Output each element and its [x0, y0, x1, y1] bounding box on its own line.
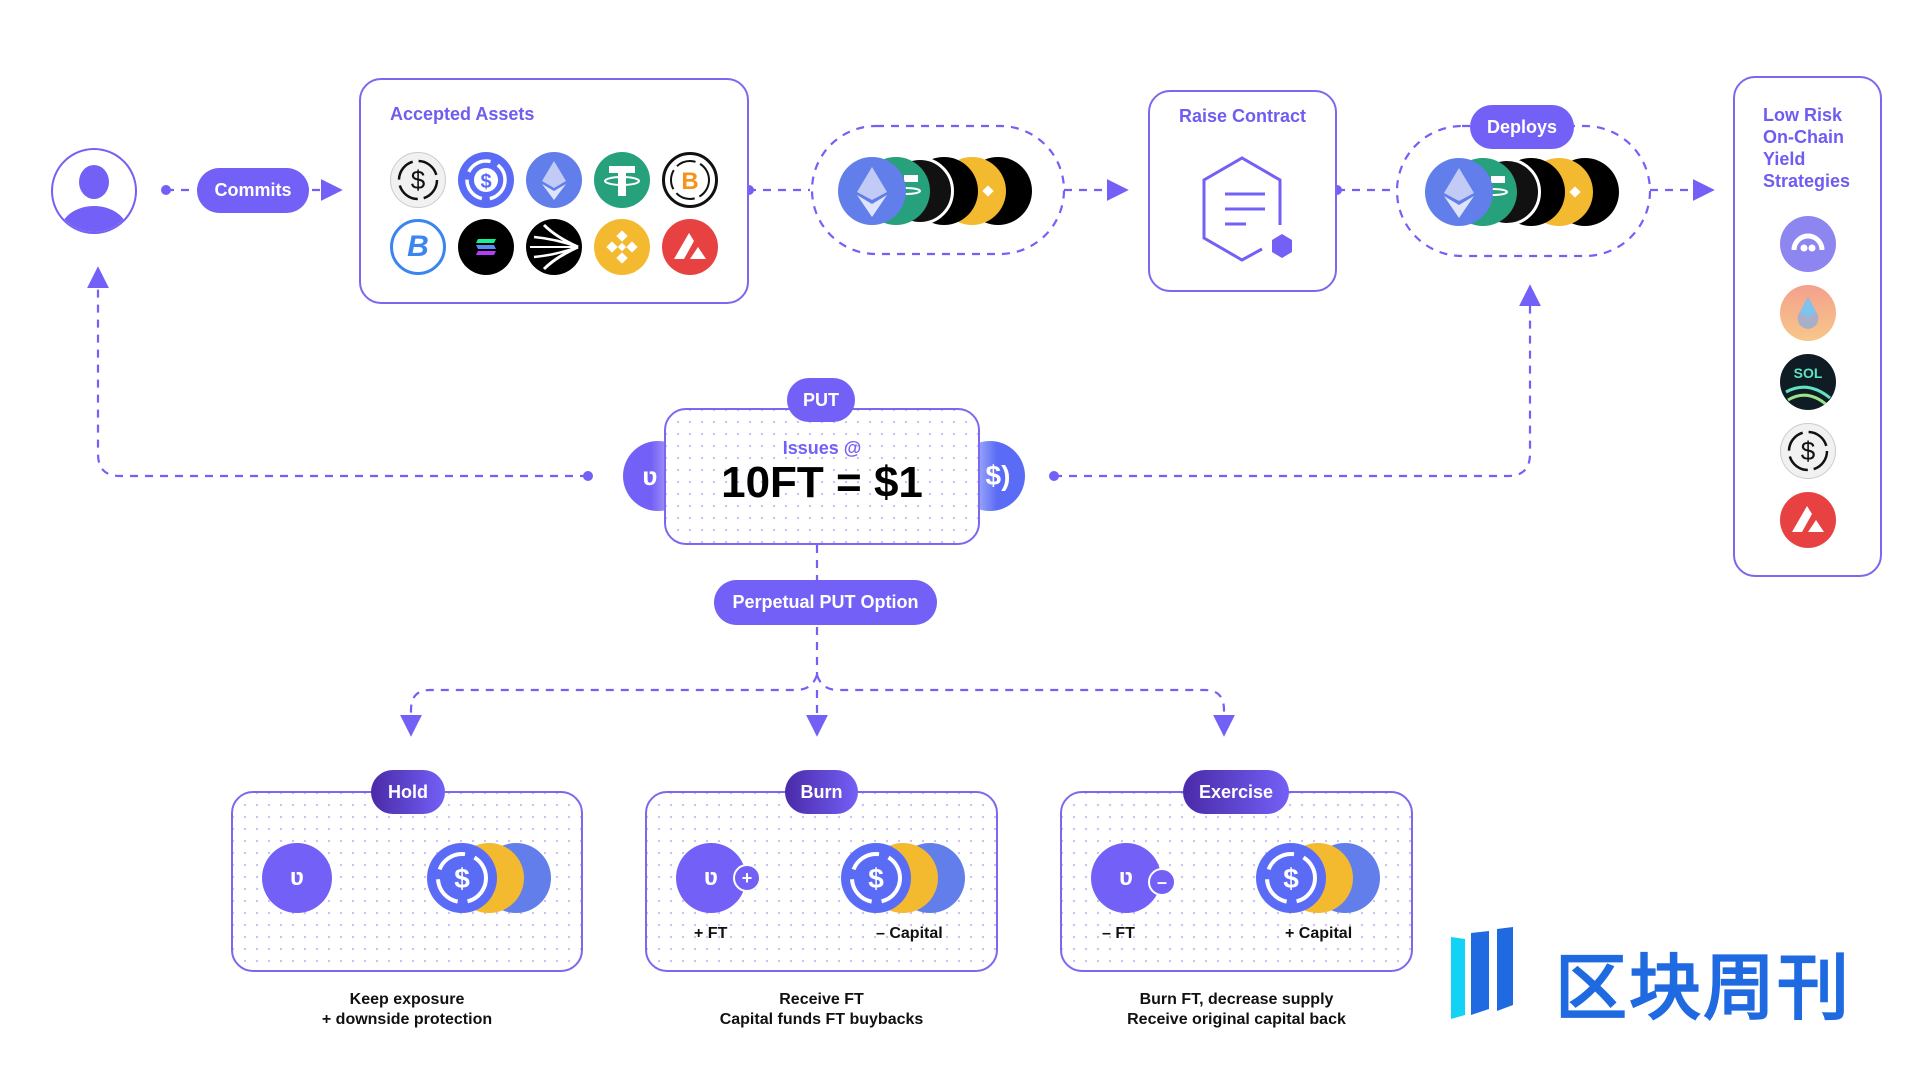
- usds-strategy-icon: $: [1780, 423, 1836, 479]
- svg-text:$: $: [480, 171, 491, 193]
- svg-text:$: $: [454, 863, 470, 894]
- usdc-coin-icon: $: [427, 843, 497, 913]
- bnb-coin-icon: [594, 219, 650, 275]
- capital-coin-stack: $: [1256, 843, 1386, 913]
- connector-dot: [1049, 471, 1059, 481]
- pool-oval-1: [810, 124, 1066, 256]
- usdc-coin-icon: $: [841, 843, 911, 913]
- avax-coin-icon: [662, 219, 718, 275]
- outcome-exercise-badge: Exercise: [1183, 770, 1289, 814]
- usds-coin-icon: $: [390, 152, 446, 208]
- issue-rate: 10FT = $1: [721, 458, 923, 507]
- perpetual-put-option-badge: Perpetual PUT Option: [714, 580, 937, 625]
- outcome-hold-badge: Hold: [371, 770, 445, 814]
- connector-put-deploy: [1054, 284, 1541, 478]
- usdc-coin-icon: $: [458, 152, 514, 208]
- raise-contract-title: Raise Contract: [1178, 106, 1307, 126]
- user-avatar-icon: [60, 165, 128, 232]
- connector-branch-hold: [400, 674, 819, 737]
- watermark-bars-icon: [1451, 927, 1513, 1019]
- ft-token-icon: ʋ: [262, 843, 332, 913]
- raise-contract-panel: Raise Contract: [1148, 90, 1337, 292]
- outcome-burn-left-label: + FT: [694, 925, 728, 942]
- connector-branch-exercise: [815, 674, 1235, 737]
- morpho-strategy-icon: [1780, 216, 1836, 272]
- avax-strategy-icon: [1780, 492, 1836, 548]
- watermark-text: 区块周刊: [1555, 946, 1852, 1030]
- outcome-exercise-caption: Burn FT, decrease supply Receive origina…: [1127, 991, 1346, 1028]
- put-issue-panel: Issues @ 10FT = $1: [664, 408, 980, 545]
- eth-coin-icon: [838, 157, 906, 225]
- cbbtc-coin-icon: B: [390, 219, 446, 275]
- lido-strategy-icon: [1780, 285, 1836, 341]
- capital-coin-stack: $: [427, 843, 557, 913]
- outcome-burn-badge: Burn: [785, 770, 858, 814]
- usdc-coin-icon: $: [1256, 843, 1326, 913]
- ethena-coin-icon: [526, 219, 582, 275]
- sol-coin-icon: [458, 219, 514, 275]
- capital-coin-stack: $: [841, 843, 971, 913]
- outcome-burn-right-label: – Capital: [876, 925, 943, 942]
- svg-text:SOL: SOL: [1794, 365, 1823, 381]
- minus-icon: –: [1148, 868, 1176, 896]
- svg-text:$: $: [868, 863, 884, 894]
- wbtc-coin-icon: B: [662, 152, 718, 208]
- contract-document-icon: [1202, 156, 1292, 262]
- outcome-exercise-right-label: + Capital: [1285, 925, 1353, 942]
- connector-dot: [161, 185, 171, 195]
- svg-text:$: $: [411, 165, 426, 195]
- connector-dot: [583, 471, 593, 481]
- outcome-hold-caption: Keep exposure + downside protection: [321, 991, 493, 1028]
- sol-staking-strategy-icon: SOL: [1780, 354, 1836, 410]
- deployed-pool-stack: [1425, 158, 1625, 228]
- svg-text:B: B: [681, 168, 698, 195]
- watermark-logo: 区块周刊: [1447, 925, 1907, 1030]
- issues-label: Issues @: [782, 438, 862, 458]
- svg-text:$: $: [1801, 436, 1816, 466]
- plus-icon: +: [733, 864, 761, 892]
- connector-put-user: [87, 266, 588, 478]
- commits-badge: Commits: [197, 168, 309, 213]
- yield-strategies-title: Low Risk On-Chain Yield Strategies: [1763, 105, 1851, 191]
- eth-coin-icon: [1425, 158, 1493, 226]
- usdt-coin-icon: [594, 152, 650, 208]
- eth-coin-icon: [526, 152, 582, 208]
- svg-text:$: $: [1283, 863, 1299, 894]
- ft-token-icon: ʋ: [1091, 843, 1161, 913]
- put-badge: PUT: [787, 378, 855, 422]
- deploys-badge: Deploys: [1470, 105, 1574, 149]
- accepted-assets-title: Accepted Assets: [390, 104, 535, 124]
- asset-pool-stack: [838, 157, 1038, 227]
- outcome-exercise-left-label: – FT: [1102, 925, 1135, 942]
- user-avatar: [51, 148, 137, 234]
- outcome-burn-caption: Receive FT Capital funds FT buybacks: [719, 991, 924, 1028]
